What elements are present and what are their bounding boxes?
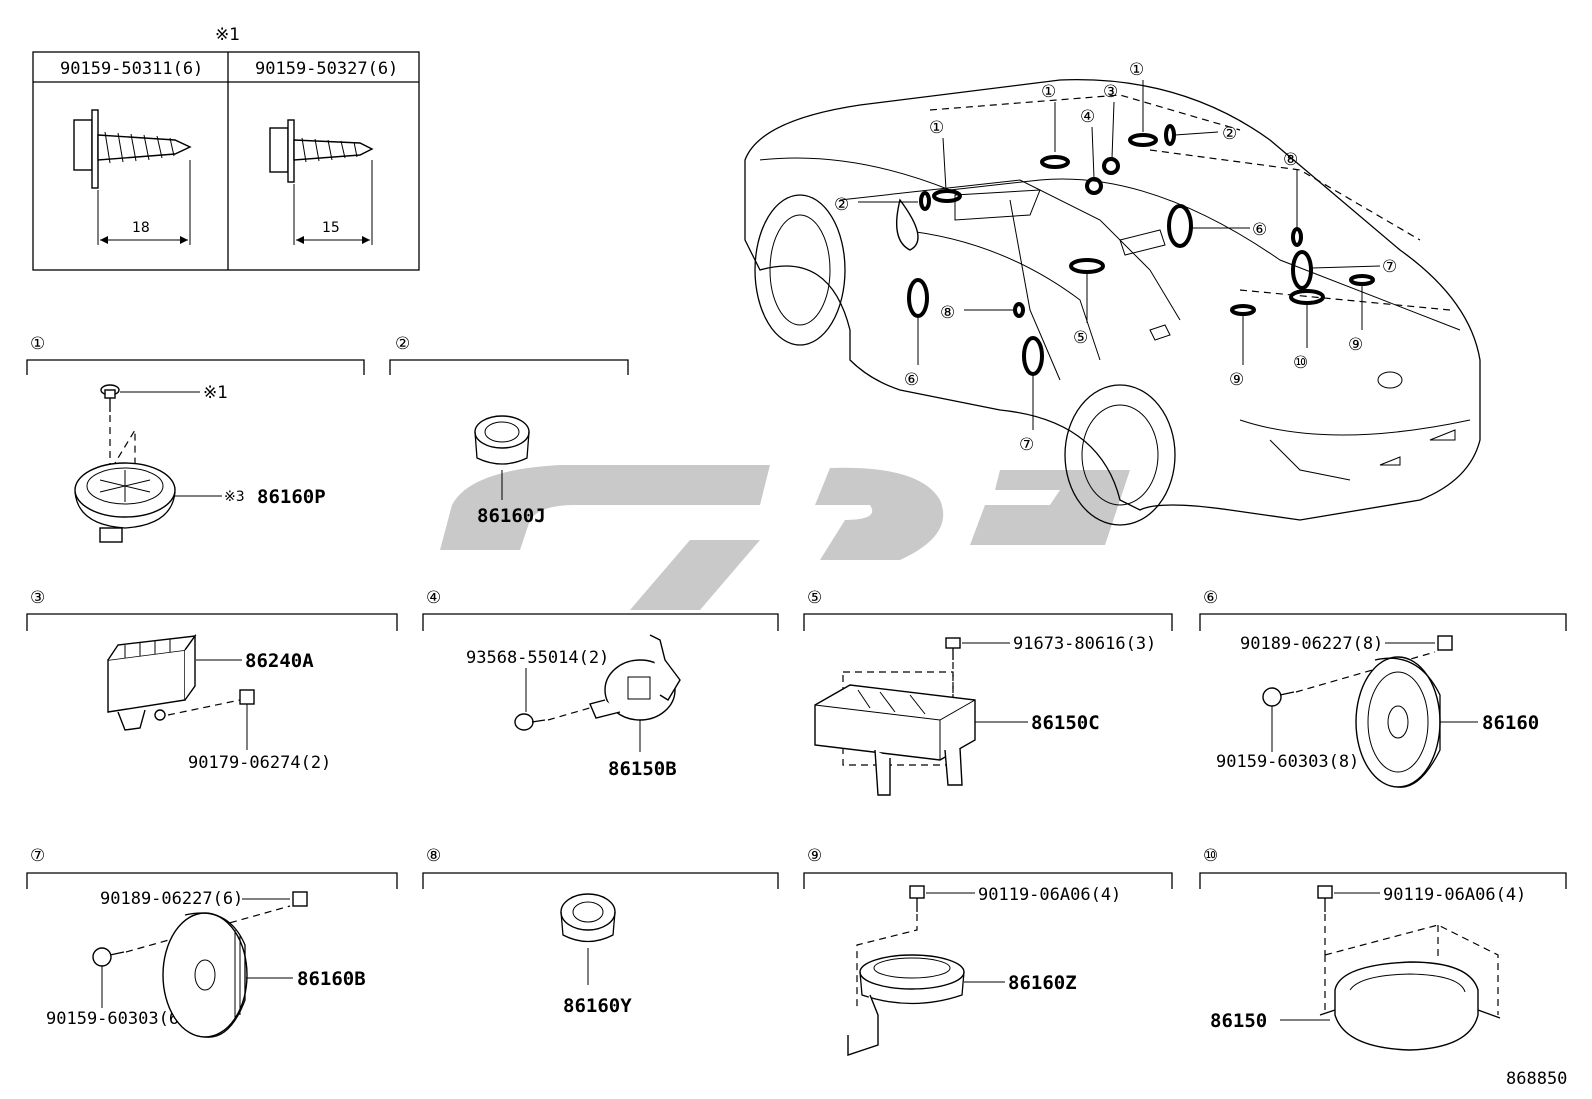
callout-5: ⑤ [1073, 328, 1088, 348]
section-8-speaker: 86160Y [560, 893, 632, 1017]
speaker-with-bracket-icon [589, 634, 681, 721]
bolt-icon [945, 637, 961, 660]
bolt-icon [1317, 885, 1333, 912]
clip-icon [1437, 635, 1453, 651]
note-marker-1: ※1 [215, 25, 240, 45]
note-marker-3: ※3 [224, 489, 245, 505]
callout-7: ⑦ [1382, 257, 1397, 277]
fastener-90189-06227-8: 90189-06227(8) [1240, 634, 1383, 654]
screw-length-1: 18 [132, 220, 150, 236]
callout-8: ⑧ [1283, 150, 1298, 170]
screw-spec-table: ※1 90159-50311(6) 90159-50327(6) 18 15 [32, 25, 420, 271]
part-number-86150B: 86150B [608, 758, 677, 780]
section-number-4: ④ [426, 588, 441, 608]
fastener-91673-80616: 91673-80616(3) [1013, 634, 1156, 654]
callout-9: ⑨ [1348, 335, 1363, 355]
section-number-3: ③ [30, 588, 45, 608]
callout-10: ⑩ [1293, 353, 1308, 373]
section-number-2: ② [395, 334, 410, 354]
amplifier-unit-icon [814, 684, 976, 796]
screw-header-1: 90159-50311(6) [60, 59, 203, 79]
screw-icon [73, 109, 192, 189]
callout-7: ⑦ [1019, 435, 1034, 455]
screw-length-2: 15 [322, 220, 340, 236]
part-number-86150: 86150 [1210, 1010, 1267, 1032]
section-5-amplifier: 91673-80616(3) 86150C [814, 634, 1156, 796]
callout-4: ④ [1080, 107, 1095, 127]
section-brackets [26, 359, 1567, 889]
callout-1: ① [1129, 60, 1144, 80]
section-9-speaker: 90119-06A06(4) 86160Z [847, 885, 1121, 1056]
part-number-86160Y: 86160Y [563, 995, 632, 1017]
section-3-amplifier: 86240A 90179-06274(2) [107, 633, 331, 773]
bolt-icon [909, 885, 925, 912]
section-number-6: ⑥ [1203, 588, 1218, 608]
fastener-93568-55014: 93568-55014(2) [466, 648, 609, 668]
diagram-id: 868850 [1506, 1069, 1567, 1089]
bolt-icon [1262, 687, 1295, 707]
bolt-icon [514, 713, 546, 731]
vehicle-outline [744, 78, 1481, 526]
fastener-90119-06A06-a: 90119-06A06(4) [978, 885, 1121, 905]
small-speaker-icon [474, 415, 530, 465]
section-7-door-speaker: 90189-06227(6) 90159-60303(6) 86160B [46, 889, 366, 1038]
watermark-logo [440, 465, 1130, 610]
screw-icon [100, 384, 120, 412]
part-number-86240A: 86240A [245, 650, 314, 672]
screw-icon [269, 119, 374, 183]
speaker-locations [907, 124, 1375, 376]
section-2-speaker: 86160J [474, 415, 546, 527]
section-10-subwoofer: 90119-06A06(4) 86150 [1210, 885, 1526, 1051]
screw-header-2: 90159-50327(6) [255, 59, 398, 79]
section-number-10: ⑩ [1203, 846, 1218, 866]
callout-6: ⑥ [904, 370, 919, 390]
fastener-90119-06A06-b: 90119-06A06(4) [1383, 885, 1526, 905]
callout-1: ① [929, 118, 944, 138]
subwoofer-icon [847, 954, 965, 1056]
part-number-86160J: 86160J [477, 505, 546, 527]
section-number-1: ① [30, 334, 45, 354]
clip-icon [292, 891, 308, 907]
section-number-5: ⑤ [807, 588, 822, 608]
callout-8: ⑧ [940, 303, 955, 323]
part-number-86160Z: 86160Z [1008, 972, 1077, 994]
nut-icon [239, 689, 255, 705]
section-1-tweeter: ※1 ※3 86160P [74, 383, 326, 543]
callout-9: ⑨ [1229, 370, 1244, 390]
section-number-8: ⑧ [426, 846, 441, 866]
section-4-speaker: 93568-55014(2) 86150B [466, 634, 681, 780]
oval-subwoofer-icon [1319, 961, 1501, 1051]
fastener-90159-60303-6: 90159-60303(6) [46, 1009, 189, 1029]
callout-6: ⑥ [1252, 220, 1267, 240]
callout-2: ② [1222, 124, 1237, 144]
callout-2: ② [834, 195, 849, 215]
section-number-7: ⑦ [30, 846, 45, 866]
bolt-icon [92, 947, 125, 967]
callout-1: ① [1041, 82, 1056, 102]
note-marker-1: ※1 [203, 383, 228, 403]
vehicle-callouts: ① ① ② ③ ④ ① ② ⑥ ⑧ ⑦ ⑨ ⑩ ⑨ ⑤ ⑧ ⑥ ⑦ [834, 60, 1397, 455]
section-6-door-speaker: 90189-06227(8) 90159-60303(8) 86160 [1216, 634, 1539, 788]
callout-3: ③ [1103, 82, 1118, 102]
door-speaker-icon [1355, 656, 1441, 788]
part-number-86160B: 86160B [297, 968, 366, 990]
section-number-9: ⑨ [807, 846, 822, 866]
small-speaker-icon [560, 893, 616, 943]
part-number-86160P: 86160P [257, 486, 326, 508]
fastener-90189-06227-6: 90189-06227(6) [100, 889, 243, 909]
door-speaker-icon [162, 912, 248, 1038]
part-number-86160: 86160 [1482, 712, 1539, 734]
fastener-90179-06274: 90179-06274(2) [188, 753, 331, 773]
part-number-86150C: 86150C [1031, 712, 1100, 734]
amplifier-icon [107, 633, 197, 731]
fastener-90159-60303-8: 90159-60303(8) [1216, 752, 1359, 772]
tweeter-speaker-icon [74, 462, 176, 543]
